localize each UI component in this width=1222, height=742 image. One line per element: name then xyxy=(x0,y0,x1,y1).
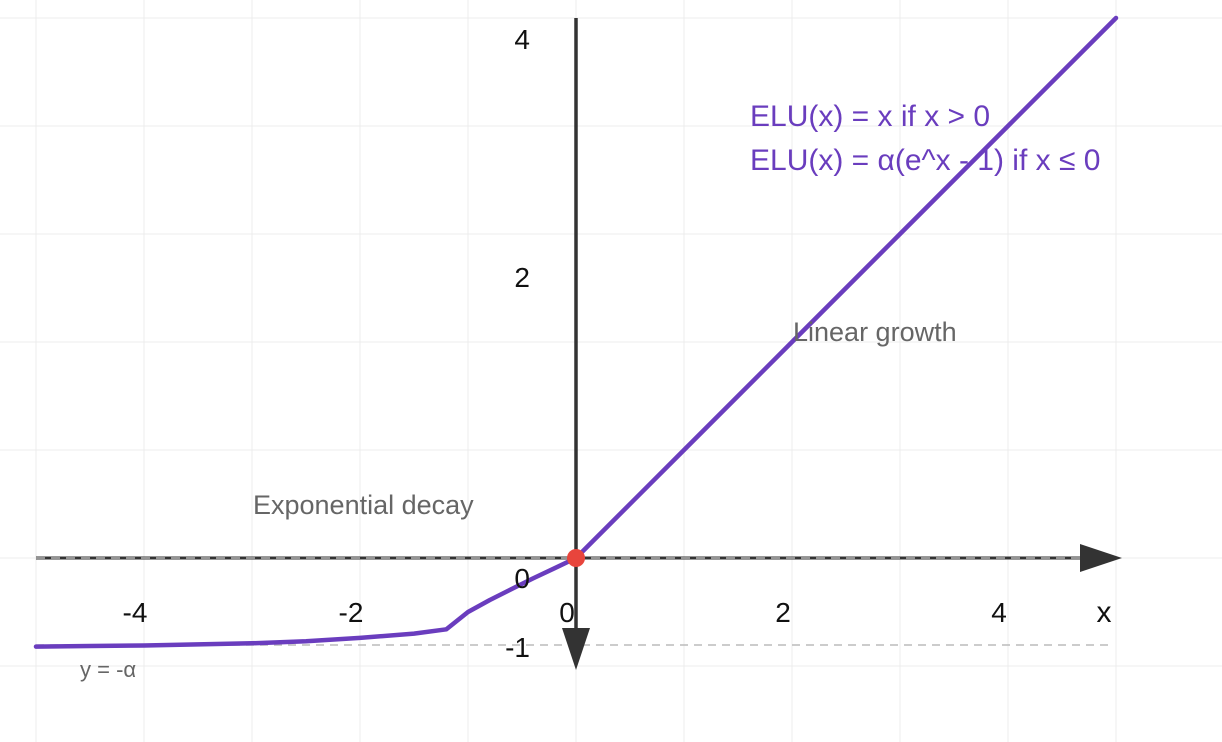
x-tick-label: -2 xyxy=(339,597,364,628)
annotation-linear-growth: Linear growth xyxy=(793,317,957,347)
text-annotations: ELU(x) = x if x > 0 ELU(x) = α(e^x - 1) i… xyxy=(80,100,1100,682)
axes xyxy=(36,18,1122,670)
annotation-exponential-decay: Exponential decay xyxy=(253,490,474,520)
y-tick-label: -1 xyxy=(505,632,530,663)
x-axis-arrow-icon xyxy=(1080,544,1122,572)
x-tick-label: -4 xyxy=(123,597,148,628)
x-tick-label: 2 xyxy=(775,597,791,628)
formula-line: ELU(x) = x if x > 0 xyxy=(750,100,990,133)
origin-point-marker xyxy=(567,549,585,567)
x-tick-label: 4 xyxy=(991,597,1007,628)
asymptote-label: y = -α xyxy=(80,657,136,682)
y-tick-label: 4 xyxy=(514,24,530,55)
elu-series-line xyxy=(33,15,1119,649)
y-tick-label: 2 xyxy=(514,262,530,293)
formula-line: ELU(x) = α(e^x - 1) if x ≤ 0 xyxy=(750,144,1100,177)
series-group xyxy=(33,15,1119,649)
x-axis-title: x xyxy=(1097,596,1112,629)
tick-labels: -4 -2 0 2 4 -1 0 2 4 x xyxy=(123,24,1112,663)
y-axis-arrow-icon xyxy=(562,628,590,670)
y-tick-label: 0 xyxy=(514,563,530,594)
x-tick-label: 0 xyxy=(559,597,575,628)
